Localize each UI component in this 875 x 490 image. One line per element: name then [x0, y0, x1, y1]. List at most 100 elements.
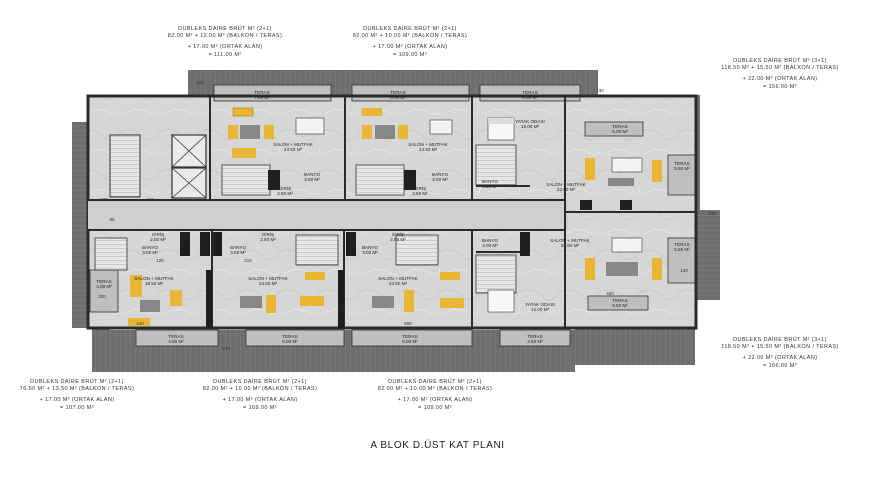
- svg-text:4.00 M²: 4.00 M²: [96, 284, 112, 289]
- terrace-zone: [135, 329, 219, 347]
- terrace-zone: [584, 121, 644, 137]
- svg-text:3.00 M²: 3.00 M²: [142, 250, 158, 255]
- unit-stair: [475, 144, 517, 186]
- svg-text:4.50 M²: 4.50 M²: [527, 339, 543, 344]
- sofa-set: [362, 108, 453, 139]
- svg-text:TERAS: TERAS: [522, 90, 537, 95]
- svg-text:5.50 M²: 5.50 M²: [674, 247, 690, 252]
- svg-text:BANYO: BANYO: [230, 245, 247, 250]
- dimension-label: 600: [404, 321, 412, 326]
- unit-stair: [94, 237, 128, 271]
- unit-stair: [295, 234, 339, 266]
- svg-text:GİRİŞ: GİRİŞ: [279, 185, 292, 191]
- svg-text:TERAS: TERAS: [96, 279, 111, 284]
- dimension-label: 450: [606, 291, 614, 296]
- svg-text:5.00 M²: 5.00 M²: [612, 129, 628, 134]
- svg-text:5.00 M²: 5.00 M²: [390, 95, 406, 100]
- svg-text:GİRİŞ: GİRİŞ: [414, 185, 427, 191]
- roof-left-bottom: [92, 328, 110, 372]
- svg-text:12.00 M²: 12.00 M²: [521, 124, 540, 129]
- unit-stair: [475, 254, 517, 294]
- stair-core: [109, 134, 141, 198]
- unit-stair: [395, 234, 439, 266]
- svg-text:GİRİŞ: GİRİŞ: [152, 231, 165, 237]
- svg-text:2.50 M²: 2.50 M²: [390, 237, 406, 242]
- svg-text:BANYO: BANYO: [362, 245, 379, 250]
- interior-walls: [87, 96, 696, 328]
- svg-text:SALON + MUTFAK: SALON + MUTFAK: [550, 238, 590, 243]
- svg-text:GİRİŞ: GİRİŞ: [262, 231, 275, 237]
- roof-right-edge: [695, 210, 720, 300]
- svg-text:TERAS: TERAS: [402, 334, 417, 339]
- svg-text:3.00 M²: 3.00 M²: [362, 250, 378, 255]
- svg-text:SALON + MUTFAK: SALON + MUTFAK: [408, 142, 448, 147]
- svg-text:TERAS: TERAS: [390, 90, 405, 95]
- sofa-set: [240, 272, 325, 313]
- dimension-label: 240: [222, 346, 230, 351]
- svg-text:SALON + MUTFAK: SALON + MUTFAK: [273, 142, 313, 147]
- svg-text:YATAK ODASI: YATAK ODASI: [525, 302, 555, 307]
- svg-text:5.00 M²: 5.00 M²: [402, 339, 418, 344]
- svg-text:TERAS: TERAS: [674, 161, 689, 166]
- svg-text:3.00 M²: 3.00 M²: [304, 177, 320, 182]
- unit-summary-2: DUBLEKS DAİRE BRÜT M² (2+1) 82.00 M² + 1…: [352, 26, 468, 58]
- svg-text:3.00 M²: 3.00 M²: [482, 243, 498, 248]
- svg-text:TERAS: TERAS: [527, 334, 542, 339]
- dimension-label: 440: [136, 321, 144, 326]
- svg-text:BANYO: BANYO: [482, 179, 499, 184]
- dimension-label: 130: [196, 80, 204, 85]
- sofa-set: [372, 272, 464, 312]
- svg-text:2.50 M²: 2.50 M²: [150, 237, 166, 242]
- terrace-zone: [245, 329, 345, 347]
- dimension-labels: 130 120 150 90 120 210 240 440 450 600 3…: [92, 80, 716, 351]
- dimension-label: 150: [146, 197, 154, 202]
- service-blocks: [180, 170, 632, 328]
- terrace-zone: [213, 84, 332, 102]
- svg-text:7.00 M²: 7.00 M²: [254, 95, 270, 100]
- svg-text:SALON + MUTFAK: SALON + MUTFAK: [248, 276, 288, 281]
- corridor: [88, 200, 568, 230]
- bed: [487, 289, 515, 313]
- unit-summary-7: DUBLEKS DAİRE BRÜT M² (2+1) 82.00 M² + 1…: [377, 379, 493, 411]
- unit-stair: [355, 164, 405, 196]
- bed: [487, 117, 515, 141]
- dimension-label: 90: [109, 217, 115, 222]
- terrace-zone: [587, 295, 649, 311]
- svg-text:BANYO: BANYO: [432, 172, 449, 177]
- svg-text:5.50 M²: 5.50 M²: [612, 303, 628, 308]
- svg-text:TERAS: TERAS: [254, 90, 269, 95]
- svg-text:SALON + MUTFAK: SALON + MUTFAK: [546, 182, 586, 187]
- svg-text:BANYO: BANYO: [482, 238, 499, 243]
- dimension-label: 240: [708, 211, 716, 216]
- svg-text:3.00 M²: 3.00 M²: [482, 184, 498, 189]
- sofa-set: [228, 107, 325, 158]
- dimension-label: 120: [156, 258, 164, 263]
- svg-text:TERAS: TERAS: [168, 334, 183, 339]
- svg-text:TERAS: TERAS: [612, 298, 627, 303]
- unit-summary-5: DUBLEKS DAİRE BRÜT M² (2+1) 76.50 M² + 1…: [19, 379, 135, 411]
- furniture: [128, 107, 662, 326]
- page-title: A BLOK D.ÜST KAT PLANI: [370, 440, 505, 451]
- dimension-label: 220: [92, 326, 100, 331]
- dimension-label: 120: [680, 268, 688, 273]
- terrace-zone: [89, 269, 119, 313]
